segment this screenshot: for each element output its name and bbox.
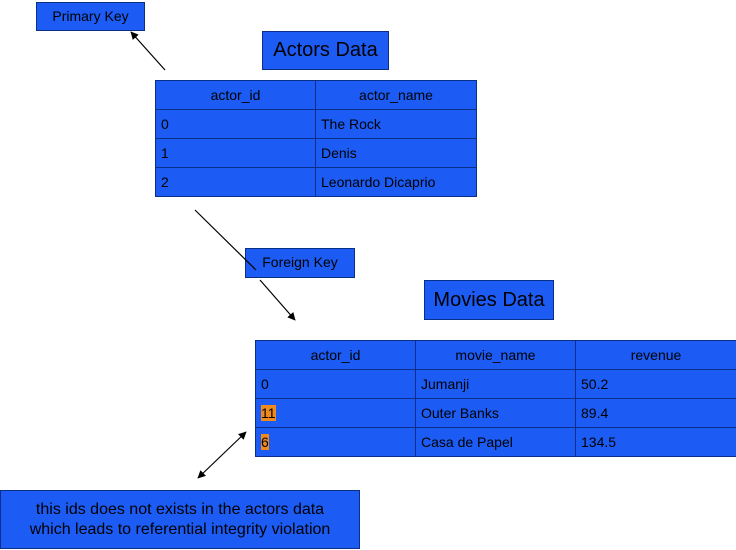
actors-cell-id: 0 <box>155 109 316 139</box>
actors-cell-id: 1 <box>155 138 316 168</box>
actors-cell-name: Leonardo Dicaprio <box>315 167 477 197</box>
movies-cell-revenue: 134.5 <box>575 427 736 457</box>
integrity-violation-note: this ids does not exists in the actors d… <box>0 490 360 549</box>
actor-id-value: 0 <box>261 376 269 392</box>
primary-key-arrow <box>130 31 166 71</box>
note-line-2: which leads to referential integrity vio… <box>29 520 331 538</box>
foreign-key-text: Foreign Key <box>262 254 338 271</box>
foreign-key-connector-line <box>194 209 257 271</box>
foreign-key-label: Foreign Key <box>245 248 355 278</box>
foreign-key-arrow <box>259 279 296 321</box>
movies-header-movie-name: movie_name <box>415 340 576 370</box>
movies-header-revenue: revenue <box>575 340 736 370</box>
movies-table: actor_id movie_name revenue 0 Jumanji 50… <box>255 340 736 457</box>
table-row: 0 The Rock <box>155 109 477 139</box>
table-row: 0 Jumanji 50.2 <box>255 369 736 399</box>
actors-data-title-text: Actors Data <box>273 39 378 61</box>
actors-header-actor-id: actor_id <box>155 80 316 110</box>
movies-data-title-text: Movies Data <box>433 288 545 311</box>
actors-table: actor_id actor_name 0 The Rock 1 Denis 2… <box>155 80 477 197</box>
movies-data-title: Movies Data <box>424 280 554 320</box>
actors-data-title: Actors Data <box>262 31 389 70</box>
movies-table-header-row: actor_id movie_name revenue <box>255 340 736 370</box>
actors-cell-id: 2 <box>155 167 316 197</box>
violating-actor-id: 11 <box>261 405 276 421</box>
table-row: 6 Casa de Papel 134.5 <box>255 427 736 457</box>
movies-cell-actor-id: 0 <box>255 369 416 399</box>
table-row: 2 Leonardo Dicaprio <box>155 167 477 197</box>
note-line-1: this ids does not exists in the actors d… <box>35 500 325 518</box>
primary-key-label: Primary Key <box>36 2 145 31</box>
violation-double-arrow <box>197 431 247 479</box>
violating-actor-id: 6 <box>261 434 269 450</box>
table-row: 1 Denis <box>155 138 477 168</box>
primary-key-text: Primary Key <box>52 7 129 24</box>
movies-cell-actor-id: 6 <box>255 427 416 457</box>
actors-cell-name: Denis <box>315 138 477 168</box>
